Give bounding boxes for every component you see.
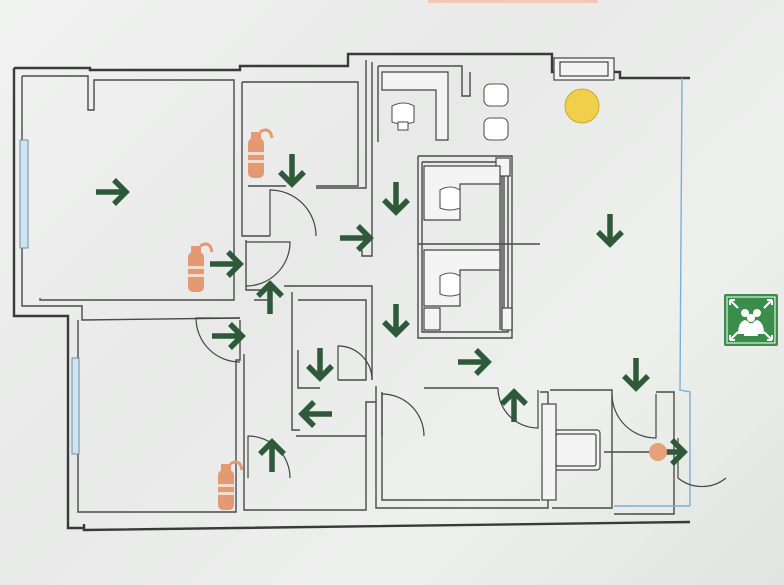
extinguisher-west-icon <box>188 242 214 292</box>
evacuation-arrow-corridor-mid <box>340 224 374 252</box>
evacuation-arrow-exit-approach <box>622 358 650 392</box>
assembly-point-sign <box>724 294 778 346</box>
extinguisher-south-icon <box>218 460 244 510</box>
evacuation-arrow-lobby-up <box>258 438 286 472</box>
evacuation-arrow-hall-west <box>210 250 244 278</box>
evacuation-arrow-room-nw <box>96 178 130 206</box>
assembly-point-icon <box>724 294 778 346</box>
top-tab <box>428 0 598 3</box>
evacuation-arrow-corridor-lower <box>382 304 410 338</box>
evacuation-arrow-wc-left <box>298 400 332 428</box>
evacuation-arrow-south-corridor <box>458 348 492 376</box>
doors <box>195 189 727 488</box>
evacuation-arrow-room-n <box>278 154 306 188</box>
exit-marker-dot <box>649 443 667 461</box>
evacuation-arrows <box>96 154 688 472</box>
evacuation-arrow-open-office <box>596 214 624 248</box>
evacuation-arrow-south-door-up <box>500 388 528 422</box>
outer-walls <box>12 52 691 532</box>
window-west-upper <box>19 139 29 249</box>
evacuation-arrow-corridor-upper <box>382 182 410 216</box>
fire-extinguishers <box>188 128 274 510</box>
assembly-point-marker <box>564 88 600 124</box>
evacuation-arrow-wc-inner <box>306 348 334 382</box>
evacuation-arrow-hall-up <box>256 280 284 314</box>
extinguisher-north-icon <box>248 128 274 178</box>
office-furniture <box>381 71 601 501</box>
evacuation-arrow-room-sw-exit <box>212 322 246 350</box>
window-west-lower <box>71 357 80 455</box>
glass-facade <box>679 77 691 506</box>
